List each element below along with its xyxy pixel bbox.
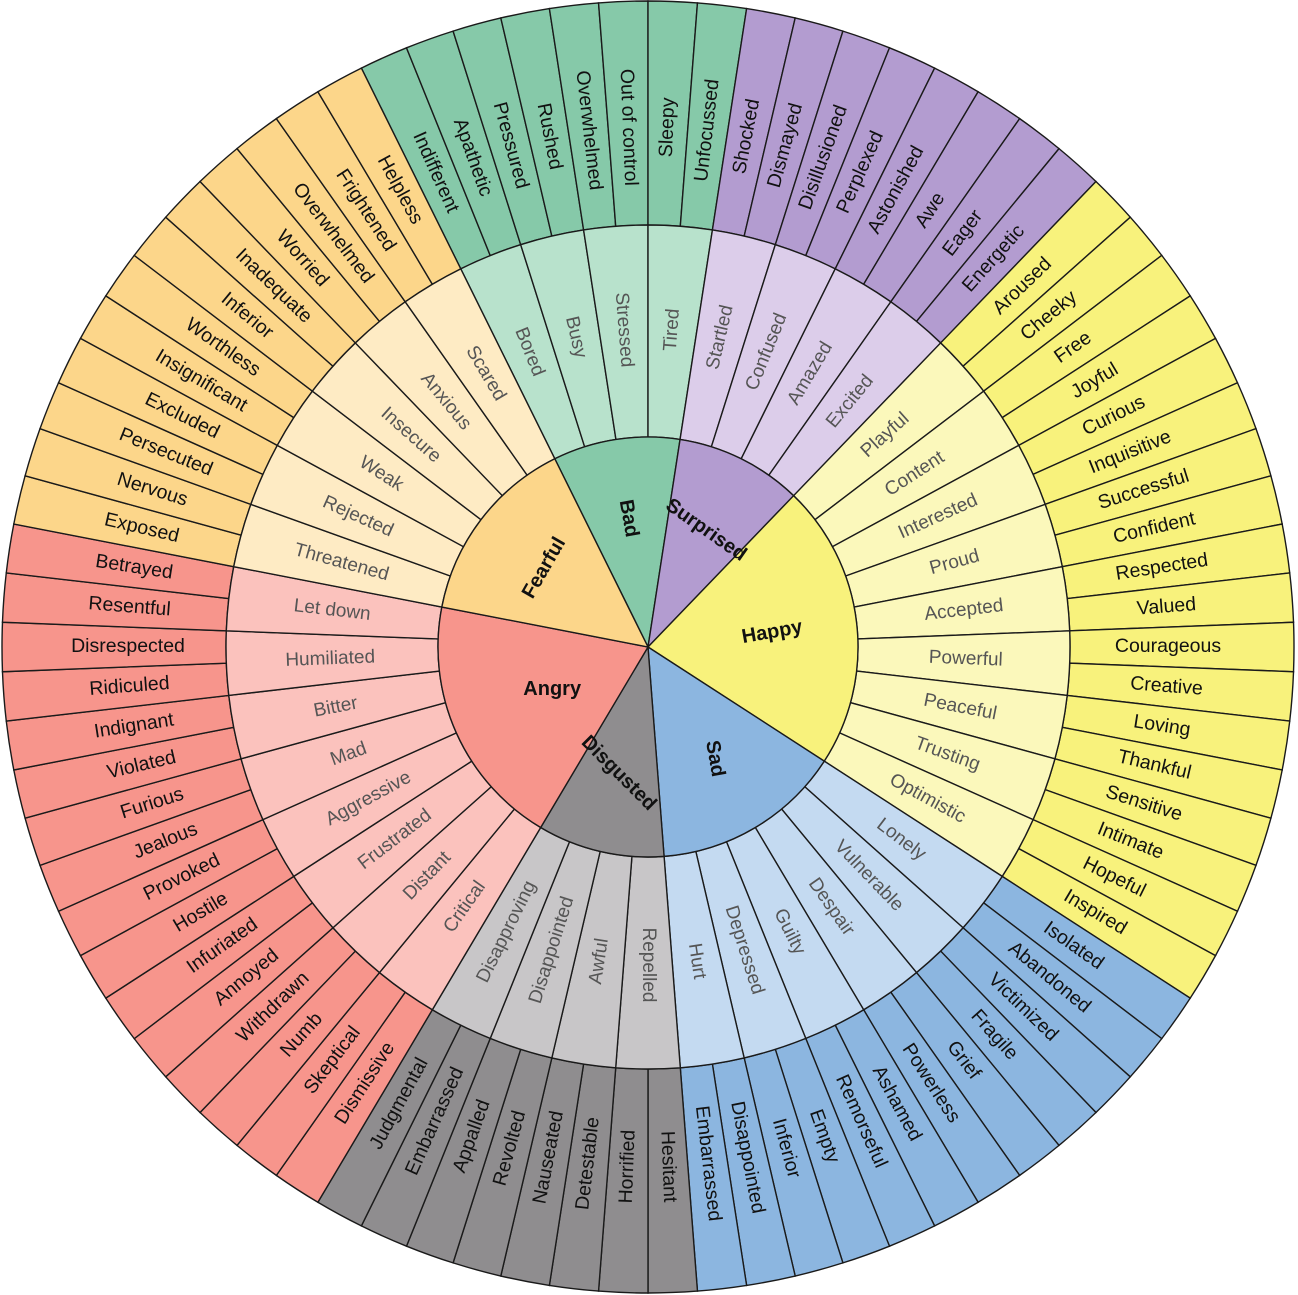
core-disgusted [539, 644, 665, 858]
secondary-label-powerful: Powerful [928, 647, 1003, 671]
core-surprised [646, 438, 795, 650]
core-fearful [441, 457, 650, 648]
core-angry [437, 606, 650, 829]
tertiary-label-courageous: Courageous [1115, 635, 1221, 657]
core-happy [646, 494, 859, 763]
tertiary-label-valued: Valued [1136, 593, 1197, 619]
core-label-angry: Angry [523, 678, 582, 700]
tertiary-label-out-of-control: Out of control [616, 68, 642, 186]
tertiary-label-sleepy: Sleepy [655, 97, 679, 158]
core-bad [553, 436, 681, 650]
secondary-label-repelled: Repelled [638, 928, 659, 1003]
core-sad [647, 645, 826, 858]
tertiary-label-hesitant: Hesitant [656, 1130, 681, 1203]
core-ring [437, 436, 859, 858]
tertiary-label-disrespected: Disrespected [71, 635, 185, 657]
secondary-label-humiliated: Humiliated [285, 646, 376, 670]
secondary-label-tired: Tired [660, 308, 684, 352]
tertiary-label-horrified: Horrified [615, 1129, 640, 1203]
